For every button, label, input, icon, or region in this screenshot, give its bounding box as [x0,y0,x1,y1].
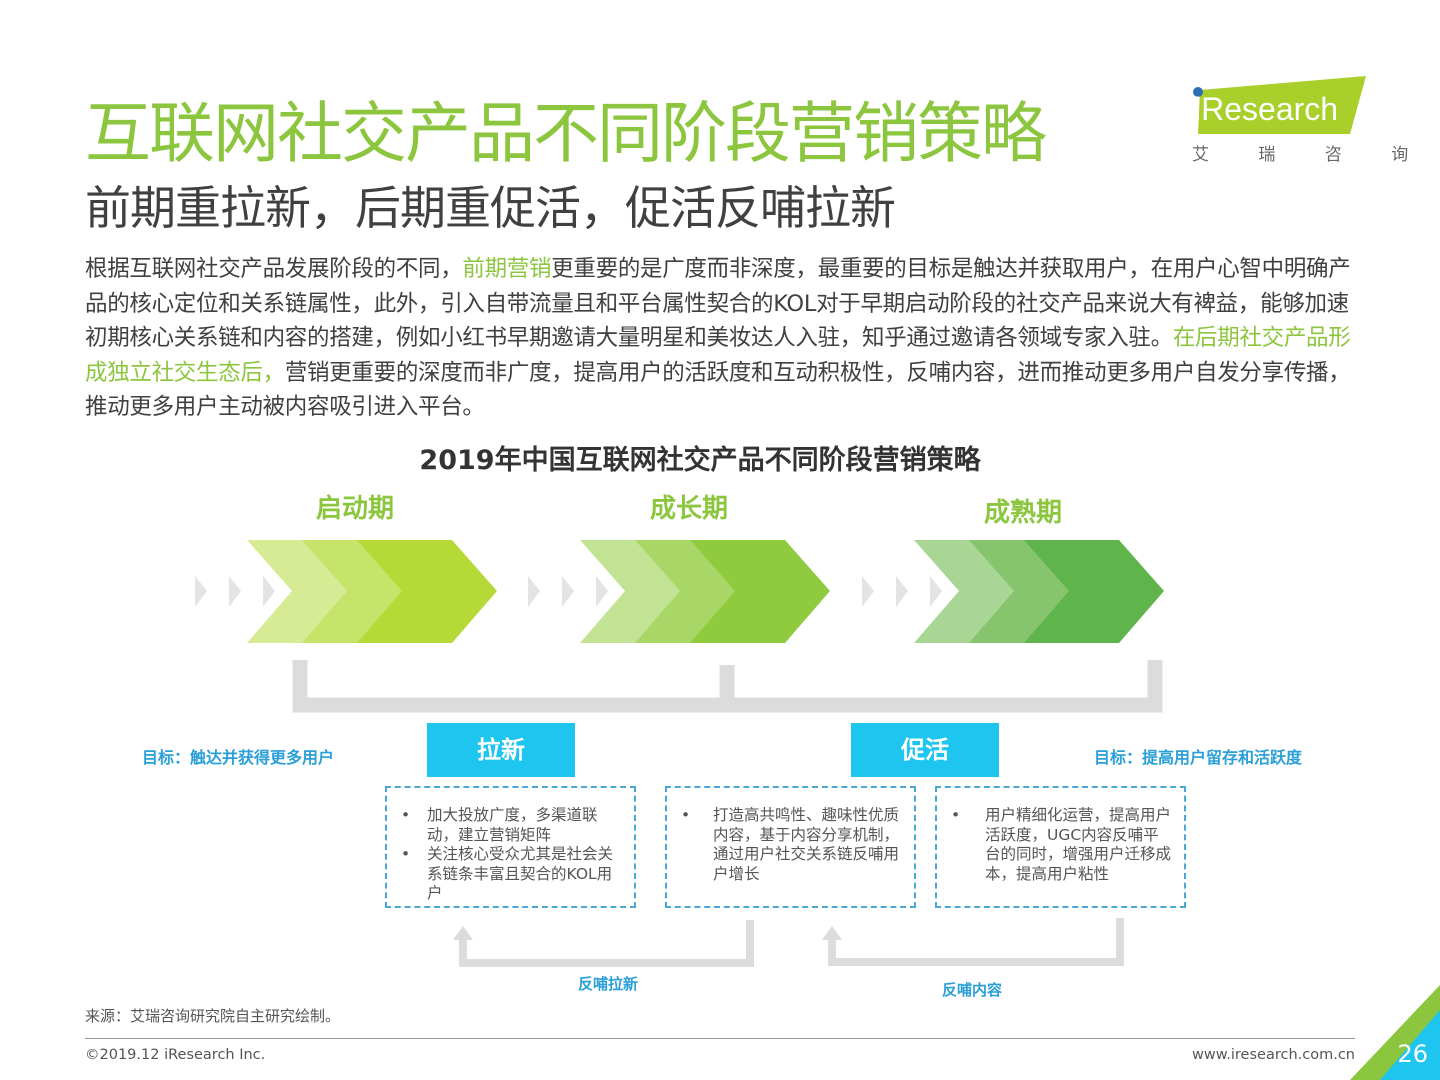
goal-left: 目标：触达并获得更多用户 [142,748,335,767]
page-number: 26 [1397,1040,1428,1068]
iresearch-logo: iResearch 艾 瑞 咨 询 [1190,76,1408,166]
page-corner-decoration-blue [1380,1010,1440,1080]
arrow-head-left [453,926,473,940]
small-arrow-icon [528,576,540,607]
goal-right: 目标：提高用户留存和活跃度 [1094,748,1303,767]
arrow-head-right [822,926,842,940]
phase-label-mature: 成熟期 [984,498,1063,528]
loop-label-left: 反哺拉新 [578,975,639,993]
small-arrow-icon [896,576,908,607]
strategy-item: 用户精细化运营，提高用户活跃度，UGC内容反哺平台的同时，增强用户迁移成本，提高… [951,806,1172,884]
loop-arrow-right [828,918,1124,966]
footer-divider [85,1038,1355,1039]
small-arrow-icon [263,576,275,607]
small-arrow-icon [562,576,574,607]
website-url[interactable]: www.iresearch.com.cn [1192,1047,1355,1063]
page-subtitle: 前期重拉新，后期重促活，促活反哺拉新 [85,181,896,235]
small-arrow-icon [862,576,874,607]
copyright: ©2019.12 iResearch Inc. [85,1047,266,1063]
small-arrow-icon [596,576,608,607]
strategy-box-start: 加大投放广度，多渠道联动，建立营销矩阵 关注核心受众尤其是社会关系链条丰富且契合… [385,786,636,908]
phase-bracket [292,660,1163,713]
tag-acquisition: 拉新 [427,723,575,777]
loop-label-right: 反哺内容 [942,981,1003,999]
loop-arrow-left [459,920,754,967]
small-arrow-icon [195,576,207,607]
phase-label-start: 启动期 [316,494,395,524]
small-arrow-icon [229,576,241,607]
tag-activation: 促活 [851,723,999,777]
page-title: 互联网社交产品不同阶段营销策略 [85,95,1047,172]
source-note: 来源：艾瑞咨询研究院自主研究绘制。 [85,1007,341,1025]
strategy-box-growth: 打造高共鸣性、趣味性优质内容，基于内容分享机制，通过用户社交关系链反哺用户增长 [665,786,916,908]
strategy-item: 加大投放广度，多渠道联动，建立营销矩阵 [401,806,622,845]
strategy-item: 打造高共鸣性、趣味性优质内容，基于内容分享机制，通过用户社交关系链反哺用户增长 [681,806,902,884]
small-arrow-icon [930,576,942,607]
svg-text:iResearch: iResearch [1194,91,1338,127]
phase-chevron [690,540,830,643]
phase-chevron [1024,540,1164,643]
phase-chevron [357,540,497,643]
phase-label-growth: 成长期 [650,494,729,524]
logo-cn: 艾 瑞 咨 询 [1192,145,1431,165]
strategy-box-mature: 用户精细化运营，提高用户活跃度，UGC内容反哺平台的同时，增强用户迁移成本，提高… [935,786,1186,908]
diagram-title: 2019年中国互联网社交产品不同阶段营销策略 [419,445,981,476]
body-paragraph: 根据互联网社交产品发展阶段的不同，前期营销更重要的是广度而非深度，最重要的目标是… [85,256,1351,420]
strategy-item: 关注核心受众尤其是社会关系链条丰富且契合的KOL用户 [401,845,622,904]
